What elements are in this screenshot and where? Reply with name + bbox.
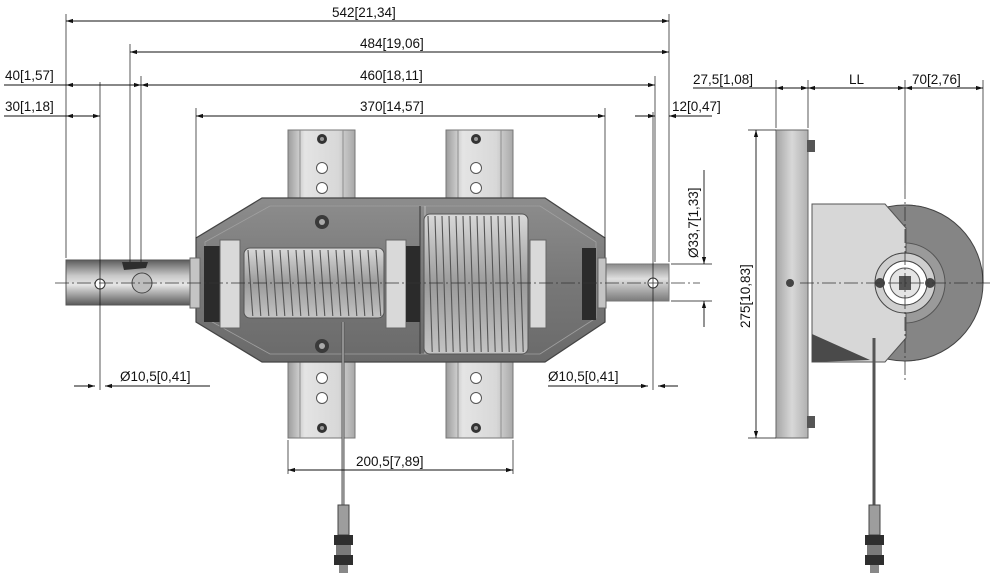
dimension-lines <box>4 14 984 474</box>
label-370: 370[14,57] <box>360 99 424 114</box>
label-460: 460[18,11] <box>360 68 423 83</box>
label-70: 70[2,76] <box>912 72 961 87</box>
label-542: 542[21,34] <box>332 5 396 20</box>
label-200: 200,5[7,89] <box>356 454 424 469</box>
label-shaft-diameter: Ø33,7[1,33] <box>686 187 701 258</box>
spring-coil-right <box>423 213 529 355</box>
label-ll: LL <box>849 72 865 87</box>
label-hole-left: Ø10,5[0,41] <box>120 369 191 384</box>
label-40: 40[1,57] <box>5 68 54 83</box>
dimension-labels: 542[21,34] 484[19,06] 460[18,11] 370[14,… <box>5 5 961 469</box>
label-12: 12[0,47] <box>672 99 721 114</box>
label-484: 484[19,06] <box>360 36 424 51</box>
side-view <box>775 129 990 573</box>
label-27: 27,5[1,08] <box>693 72 753 87</box>
label-275: 275[10,83] <box>738 264 753 328</box>
cable-assembly <box>334 322 353 573</box>
shaft-right <box>604 263 670 302</box>
label-hole-right: Ø10,5[0,41] <box>548 369 619 384</box>
label-30: 30[1,18] <box>5 99 54 114</box>
front-view <box>55 129 700 573</box>
